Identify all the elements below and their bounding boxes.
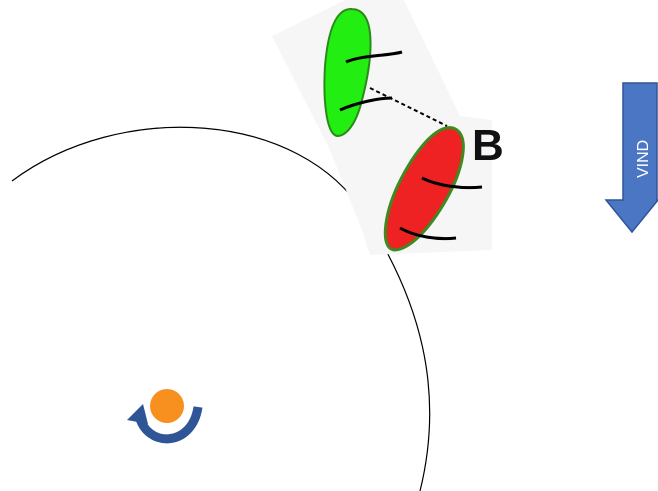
boat-label-b: B (472, 121, 504, 170)
mark-buoy-icon (127, 389, 198, 439)
wind-arrow-icon: VIND (606, 83, 658, 232)
boat-image-backdrop (272, 0, 492, 255)
rotation-arrowhead (127, 404, 148, 424)
wind-label: VIND (635, 140, 652, 178)
mark-buoy (150, 389, 184, 423)
